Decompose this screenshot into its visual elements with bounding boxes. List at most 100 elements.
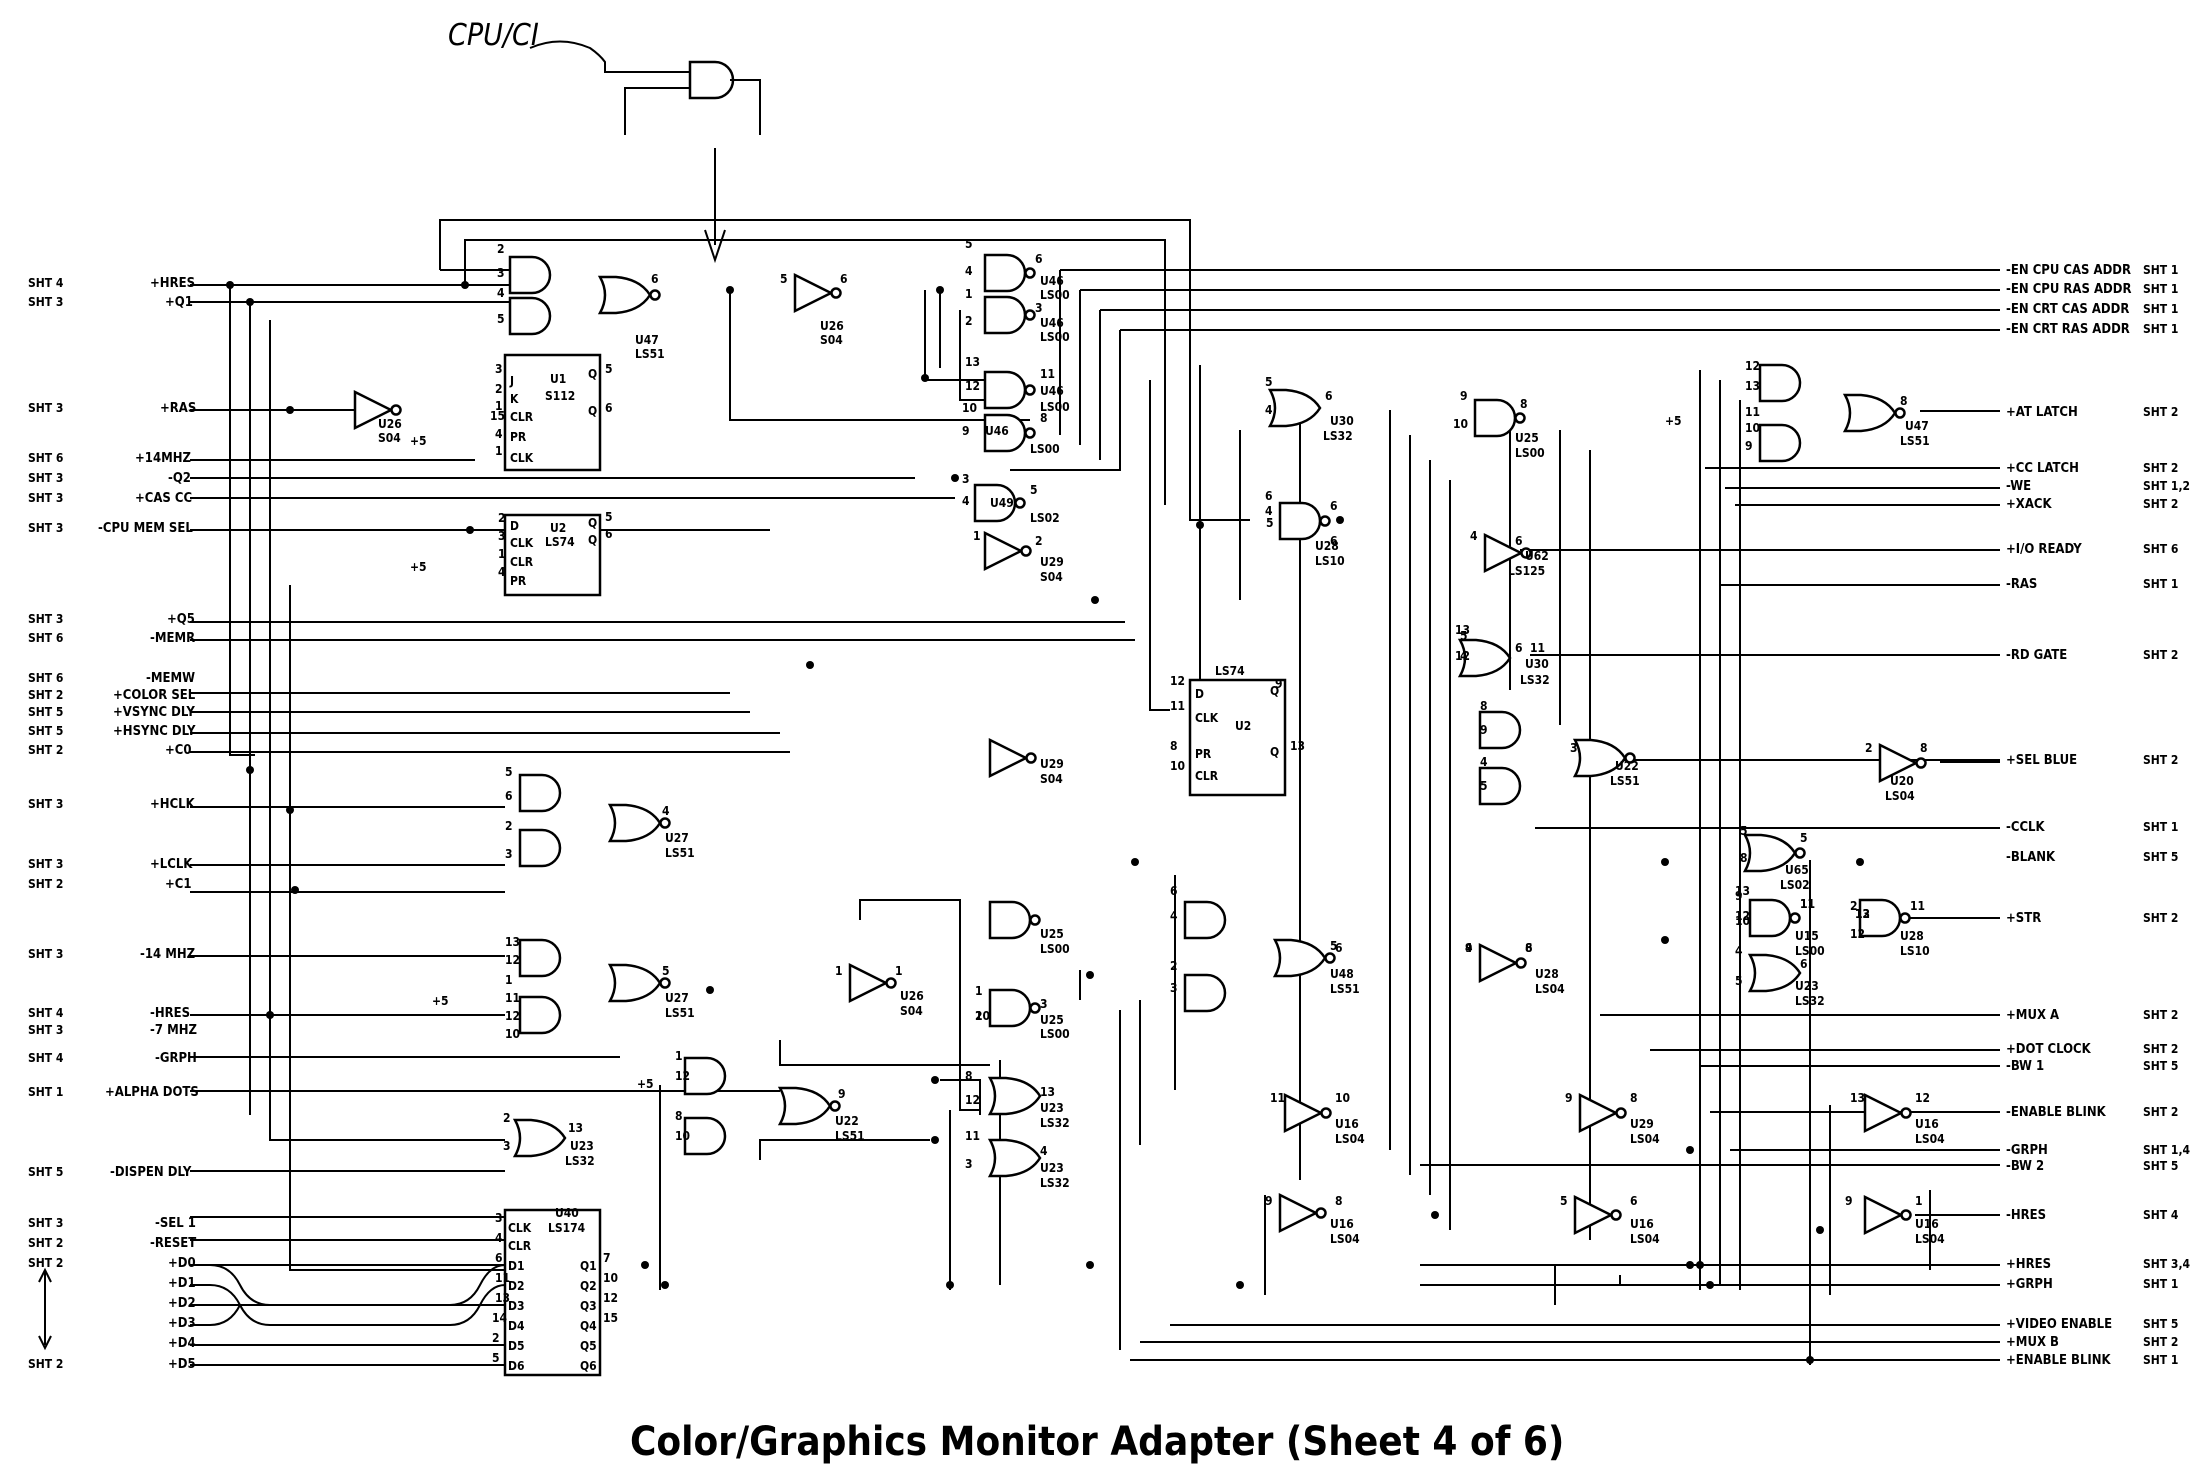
pullup-label: +5 bbox=[410, 434, 427, 448]
page-title: Color/Graphics Monitor Adapter (Sheet 4 … bbox=[630, 1419, 1564, 1465]
sheet-ref: SHT 3 bbox=[28, 857, 63, 871]
pullup-label: +5 bbox=[432, 994, 449, 1008]
right-signal: +DOT CLOCK bbox=[2006, 1042, 2092, 1057]
pin-number: 12 bbox=[1170, 674, 1185, 688]
pin-number: 6 bbox=[495, 1251, 503, 1265]
pin-number: 11 bbox=[1270, 1091, 1285, 1105]
left-signal: +HCLK bbox=[150, 797, 196, 812]
pin-label: Q6 bbox=[580, 1359, 597, 1373]
left-signal: -RESET bbox=[150, 1236, 196, 1251]
pin-number: 8 bbox=[1040, 411, 1048, 425]
pin-number: 3 bbox=[965, 1157, 973, 1171]
pin-number: 4 bbox=[498, 565, 506, 579]
and-gate bbox=[518, 828, 562, 868]
pin-number: 12 bbox=[1455, 649, 1470, 663]
inverter bbox=[1283, 1093, 1332, 1133]
nand-gate bbox=[983, 370, 1027, 410]
component-ref: U23 bbox=[570, 1139, 594, 1153]
pin-number: 12 bbox=[675, 1069, 690, 1083]
sheet-ref: SHT 6 bbox=[28, 671, 63, 685]
pin-number: 5 bbox=[1330, 939, 1338, 953]
sheet-ref: SHT 5 bbox=[2143, 1317, 2178, 1331]
pin-number: 9 bbox=[1735, 889, 1743, 903]
right-signal: +SEL BLUE bbox=[2006, 753, 2077, 768]
pin-number: 3 bbox=[495, 1211, 503, 1225]
right-signal: -HRES bbox=[2006, 1208, 2046, 1223]
inverter bbox=[848, 963, 897, 1003]
component-type: S04 bbox=[1040, 772, 1063, 786]
sheet-ref: SHT 3 bbox=[28, 612, 63, 626]
pin-number: 5 bbox=[965, 237, 973, 251]
component-type: LS00 bbox=[1515, 446, 1545, 460]
left-signal: +HRES bbox=[150, 276, 195, 291]
nand-gate bbox=[1278, 501, 1322, 541]
component-ref: U27 bbox=[665, 831, 689, 845]
pin-number: 10 bbox=[1335, 1091, 1350, 1105]
pin-number: 6 bbox=[1515, 534, 1523, 548]
pin-number: 4 bbox=[1460, 649, 1468, 663]
pin-label: PR bbox=[510, 430, 527, 444]
component-type: LS174 bbox=[548, 1221, 586, 1235]
pin-number: 4 bbox=[1735, 944, 1743, 958]
pin-number: 11 bbox=[1170, 699, 1185, 713]
component-ref: U30 bbox=[1330, 414, 1354, 428]
pin-number: 9 bbox=[1480, 723, 1488, 737]
pin-number: 1 bbox=[495, 399, 503, 413]
sheet-ref: SHT 6 bbox=[28, 451, 63, 465]
pin-number: 2 bbox=[492, 1331, 500, 1345]
component-type: LS02 bbox=[1030, 511, 1060, 525]
inversion-bubble bbox=[1789, 912, 1801, 924]
and-gate bbox=[1183, 973, 1227, 1013]
left-signal: +Q5 bbox=[167, 612, 195, 627]
pin-label: Q bbox=[588, 367, 597, 381]
component-type: S04 bbox=[1040, 570, 1063, 584]
and-gate bbox=[518, 938, 562, 978]
pin-number: 2 bbox=[1865, 741, 1873, 755]
pin-number: 5 bbox=[505, 765, 513, 779]
left-signal: -MEMW bbox=[146, 671, 195, 686]
component-type: LS00 bbox=[1040, 330, 1070, 344]
pin-number: 5 bbox=[1735, 974, 1743, 988]
pin-number: 4 bbox=[1040, 1144, 1048, 1158]
sheet-ref: SHT 1 bbox=[2143, 820, 2178, 834]
sheet-ref: SHT 4 bbox=[2143, 1208, 2179, 1222]
left-signal: +C1 bbox=[165, 877, 192, 892]
sheet-ref: SHT 3 bbox=[28, 1023, 63, 1037]
pin-number: 13 bbox=[495, 1291, 510, 1305]
pin-number: 9 bbox=[1465, 941, 1473, 955]
u1-jk-flip-flop bbox=[503, 353, 602, 472]
component-type: S04 bbox=[900, 1004, 923, 1018]
inversion-bubble bbox=[1024, 384, 1036, 396]
or-gate bbox=[1748, 953, 1802, 993]
sheet-ref: SHT 1 bbox=[2143, 263, 2178, 277]
component-type: LS02 bbox=[1780, 878, 1810, 892]
pin-number: 11 bbox=[505, 991, 520, 1005]
pin-number: 2 bbox=[503, 1111, 511, 1125]
pin-label: D3 bbox=[508, 1299, 524, 1313]
component-type: LS04 bbox=[1630, 1232, 1660, 1246]
component-ref: U62 bbox=[1525, 549, 1549, 563]
or-gate bbox=[988, 1076, 1042, 1116]
pin-number: 2 bbox=[505, 819, 513, 833]
sheet-ref: SHT 3 bbox=[28, 471, 63, 485]
component-ref: U16 bbox=[1330, 1217, 1354, 1231]
handwritten-note: CPU/CI bbox=[448, 18, 539, 53]
pin-label: D6 bbox=[508, 1359, 524, 1373]
component-ref: U47 bbox=[1905, 419, 1929, 433]
component-ref: U16 bbox=[1915, 1217, 1939, 1231]
right-signal: -ENABLE BLINK bbox=[2006, 1105, 2107, 1120]
right-signal: +MUX B bbox=[2006, 1335, 2059, 1350]
component-type: LS04 bbox=[1330, 1232, 1360, 1246]
pin-label: D4 bbox=[508, 1319, 525, 1333]
component-type: LS04 bbox=[1885, 789, 1915, 803]
pin-number: 10 bbox=[975, 1009, 990, 1023]
inversion-bubble bbox=[1514, 412, 1526, 424]
component-ref: U65 bbox=[1785, 863, 1809, 877]
right-signal: -WE bbox=[2006, 479, 2031, 494]
component-ref: U27 bbox=[665, 991, 689, 1005]
component-type: LS51 bbox=[665, 846, 695, 860]
pin-number: 3 bbox=[503, 1139, 511, 1153]
pin-number: 10 bbox=[1170, 759, 1185, 773]
pin-number: 13 bbox=[1290, 739, 1305, 753]
pin-number: 6 bbox=[1515, 641, 1523, 655]
